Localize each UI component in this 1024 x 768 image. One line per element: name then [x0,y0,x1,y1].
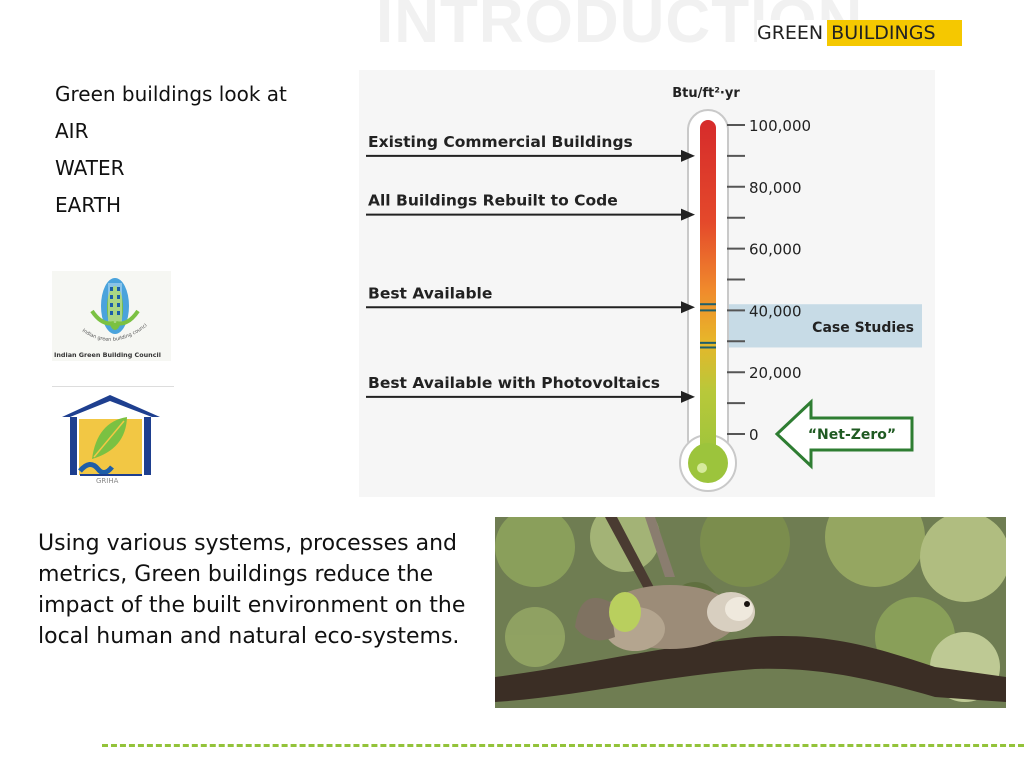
look-list-item-air: AIR [55,119,89,143]
scale-tick-label: 100,000 [749,117,811,135]
energy-thermometer-figure: Case Studies Btu/ft²·yr 100,000 80,000 60,… [359,70,935,497]
marker-label: All Buildings Rebuilt to Code [368,192,618,210]
summary-paragraph: Using various systems, processes and met… [38,531,466,649]
look-list-item-water: WATER [55,156,125,180]
look-list: Green buildings look at AIR WATER EARTH [55,76,287,224]
igbc-logo: Indian green building council Indian Gre… [51,267,171,361]
scale-tick-label: 0 [749,426,759,444]
marker-label: Best Available with Photovoltaics [368,374,660,392]
scale-tick-label: 80,000 [749,179,802,197]
marker-arrow-head [681,390,695,403]
case-studies-label: Case Studies [812,320,914,336]
unit-label: Btu/ft²·yr [672,86,740,101]
look-list-intro: Green buildings look at [55,82,287,106]
igbc-caption: Indian Green Building Council [54,351,161,359]
scale-tick-label: 20,000 [749,364,802,382]
case-studies-lines [700,303,716,349]
thermometer-bulb-highlight [697,463,707,473]
thermometer-bulb [688,443,728,483]
net-zero-callout: “Net-Zero” [774,398,914,470]
net-zero-label: “Net-Zero” [808,427,896,443]
marker-arrow-head [681,208,695,221]
griha-logo: GRIHA [52,386,174,487]
squirrel-photo [495,487,1010,708]
thermometer-fill [700,120,716,460]
marker-arrow-head [681,301,695,314]
footer-dashed-line [102,744,1024,747]
marker-label: Best Available [368,284,492,302]
look-list-item-earth: EARTH [55,193,122,217]
igbc-arc-text: Indian green building council [51,267,148,343]
svg-text:Indian green building council: Indian green building council [52,271,148,343]
marker-label: Existing Commercial Buildings [368,133,633,151]
header-word-green: GREEN [757,20,828,46]
header-word-buildings: BUILDINGS [827,20,962,46]
scale-ticks: 100,000 80,000 60,000 40,000 20,000 0 [727,117,811,444]
slide-header: GREEN BUILDINGS [757,20,962,46]
marker-arrow-head [681,149,695,162]
energy-thermometer-svg: Case Studies Btu/ft²·yr 100,000 80,000 60,… [366,86,922,492]
case-studies-band [725,304,922,348]
net-zero-arrow [774,398,914,470]
griha-caption: GRIHA [96,477,119,485]
scale-tick-label: 40,000 [749,302,802,320]
scale-tick-label: 60,000 [749,241,802,259]
